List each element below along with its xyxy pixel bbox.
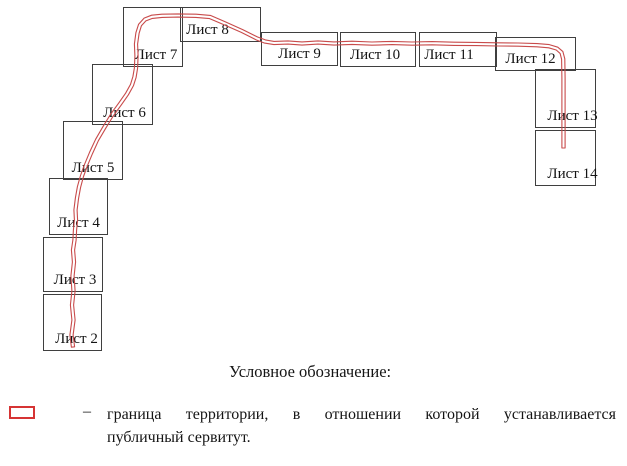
sheet-box-10: Лист 10: [340, 32, 416, 67]
sheet-label: Лист 13: [547, 108, 598, 125]
sheet-box-8: Лист 8: [180, 7, 261, 42]
sheet-label: Лист 14: [547, 166, 598, 183]
legend-title: Условное обозначение:: [229, 362, 392, 381]
sheet-box-4: Лист 4: [49, 178, 108, 235]
sheet-box-2: Лист 2: [43, 294, 102, 351]
legend-description: граница территории, в отношении которой …: [107, 403, 616, 449]
sheet-box-9: Лист 9: [261, 32, 338, 66]
sheet-label: Лист 5: [71, 160, 115, 177]
sheet-label: Лист 3: [53, 272, 97, 289]
legend-dash: –: [83, 403, 91, 420]
sheet-label: Лист 12: [505, 51, 556, 68]
sheet-label: Лист 11: [424, 47, 474, 64]
sheet-box-13: Лист 13: [535, 69, 598, 128]
sheet-box-5: Лист 5: [63, 121, 123, 180]
legend-description-line2: публичный сервитут.: [107, 429, 251, 446]
sheet-label: Лист 10: [349, 47, 401, 64]
sheet-box-7: Лист 7: [123, 7, 183, 67]
sheet-box-14: Лист 14: [535, 130, 598, 186]
sheet-label: Лист 2: [55, 331, 98, 348]
sheet-box-3: Лист 3: [43, 237, 103, 292]
sheet-box-6: Лист 6: [92, 64, 153, 125]
legend-description-line1: граница территории, в отношении которой …: [107, 406, 616, 423]
sheet-label: Лист 6: [103, 105, 146, 122]
sheet-label: Лист 7: [134, 47, 178, 64]
sheet-box-12: Лист 12: [495, 37, 576, 71]
sheet-label: Лист 9: [278, 46, 321, 63]
sheet-box-11: Лист 11: [419, 32, 497, 67]
sheet-label: Лист 8: [186, 22, 229, 39]
sheet-label: Лист 4: [57, 215, 100, 232]
legend-boundary-swatch: [9, 406, 35, 419]
